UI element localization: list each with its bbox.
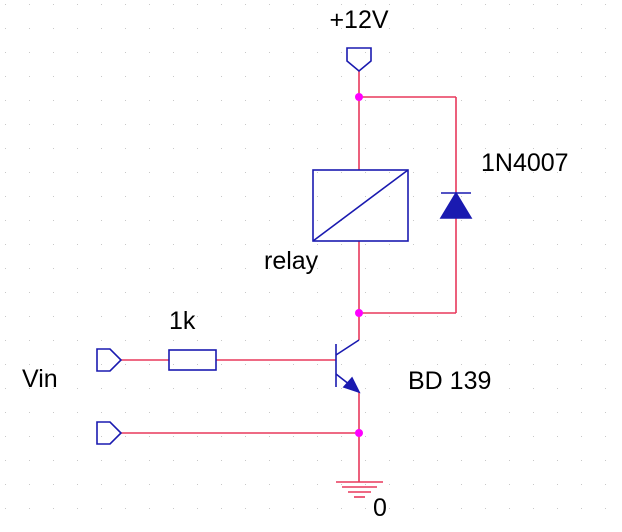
junction-supply <box>355 93 363 101</box>
ground-icon <box>336 481 383 498</box>
resistor-icon <box>168 349 217 371</box>
ground-input-port-icon <box>96 421 123 445</box>
relay-label: relay <box>264 247 319 275</box>
input-label: Vin <box>22 365 58 393</box>
supply-port-icon <box>346 47 372 73</box>
wires <box>121 71 457 482</box>
junction-ground <box>355 429 363 437</box>
junction-collector <box>355 309 363 317</box>
transistor-icon <box>335 339 361 394</box>
ground-label: 0 <box>373 494 387 522</box>
diode-label: 1N4007 <box>481 149 569 177</box>
input-port-icon <box>96 348 123 372</box>
relay-coil <box>312 169 409 242</box>
junctions <box>355 93 363 437</box>
grid-dots <box>5 4 606 509</box>
diode-icon <box>439 191 473 219</box>
resistor-label: 1k <box>169 307 196 335</box>
transistor-label: BD 139 <box>408 367 491 395</box>
supply-label: +12V <box>329 6 388 34</box>
